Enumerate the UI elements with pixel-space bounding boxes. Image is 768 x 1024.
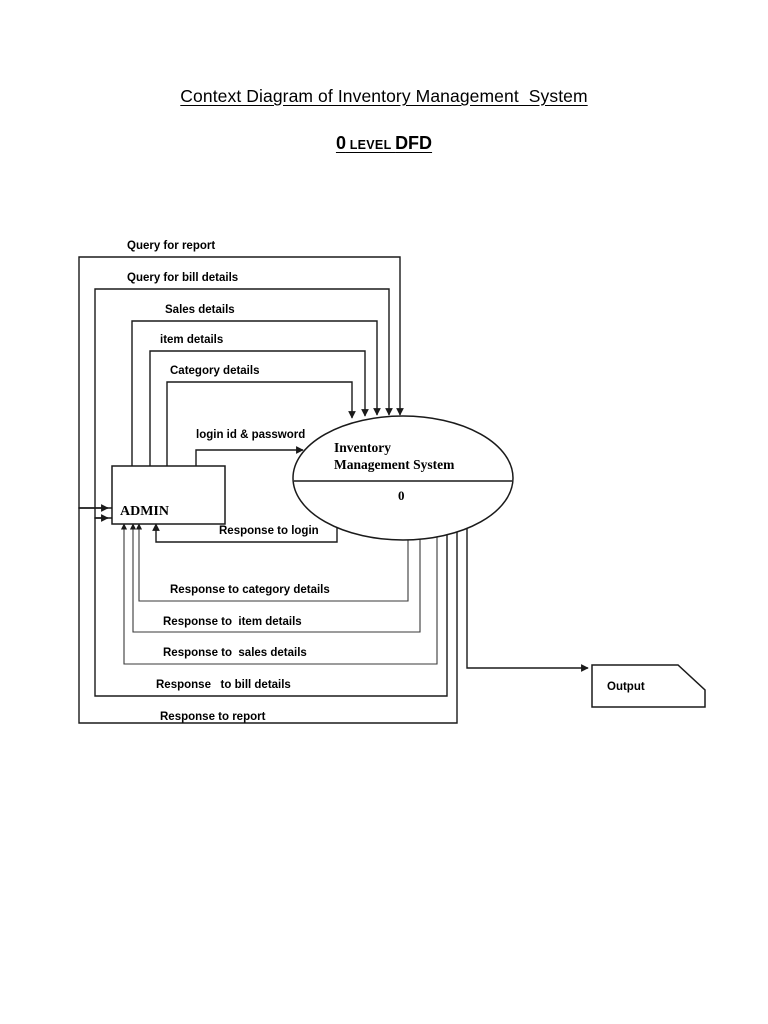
page-subtitle-text: 0 LEVEL DFD — [336, 133, 432, 154]
subtitle-level-word: LEVEL — [345, 138, 396, 152]
process-number: 0 — [398, 488, 405, 503]
subtitle-dfd: DFD — [395, 133, 433, 153]
flow-process-to-output-line — [466, 516, 589, 672]
label-response-to-login: Response to login — [219, 525, 319, 537]
label-response-to-bill-details: Response to bill details — [156, 679, 291, 691]
process-ellipse[interactable] — [292, 415, 514, 541]
flow-response-to-sales-details-line — [120, 523, 438, 665]
label-response-to-report: Response to report — [160, 711, 266, 723]
flow-sales-details-line — [131, 320, 381, 466]
external-entity-admin-box[interactable] — [111, 465, 226, 525]
label-category-details: Category details — [170, 365, 259, 377]
process-name-line1: Inventory — [334, 440, 391, 455]
label-item-details: item details — [160, 334, 223, 346]
flow-category-details-line — [166, 381, 356, 466]
flow-response-to-category-details-line — [135, 523, 409, 602]
external-entity-admin-label: ADMIN — [120, 504, 169, 519]
label-login-id-password: login id & password — [196, 429, 305, 441]
subtitle-level-number: 0 — [335, 133, 346, 153]
page-title-text: Context Diagram of Inventory Management … — [180, 86, 588, 106]
process-name-line2: Management System — [334, 457, 455, 472]
flow-response-to-login-line — [152, 523, 338, 543]
label-query-for-bill-details: Query for bill details — [127, 272, 238, 284]
page-subtitle: 0 LEVEL DFD — [0, 133, 768, 154]
label-response-to-item-details: Response to item details — [163, 616, 302, 628]
flow-response-to-report-line — [78, 504, 458, 724]
page-title: Context Diagram of Inventory Management … — [0, 86, 768, 107]
flow-response-to-item-details-line — [129, 523, 421, 633]
label-response-to-sales-details: Response to sales details — [163, 647, 307, 659]
flow-item-details-line — [149, 350, 369, 466]
label-query-for-report: Query for report — [127, 240, 215, 252]
flow-response-to-bill-details-line — [94, 514, 448, 697]
output-store-label: Output — [607, 681, 645, 693]
label-sales-details: Sales details — [165, 304, 235, 316]
flow-login-id-password-line — [195, 446, 304, 466]
label-response-to-category-details: Response to category details — [170, 584, 330, 596]
output-store-shape[interactable] — [591, 664, 706, 708]
